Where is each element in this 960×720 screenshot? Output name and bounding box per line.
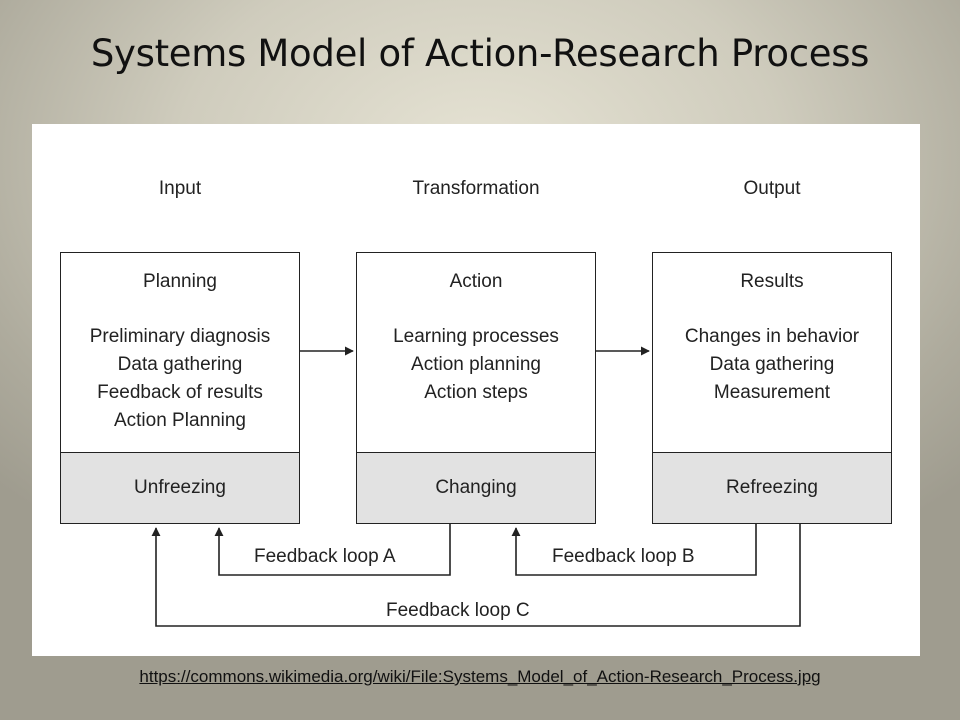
action-box-items: Learning processes Action planning Actio…: [357, 323, 595, 407]
action-item: Action steps: [424, 382, 528, 403]
planning-item: Action Planning: [113, 410, 247, 431]
feedback-loop-a-label: Feedback loop A: [250, 546, 400, 568]
stage-unfreezing: Unfreezing: [61, 452, 299, 523]
column-header-input: Input: [158, 178, 202, 199]
results-item: Measurement: [713, 382, 831, 403]
results-box-title: Results: [740, 271, 804, 292]
results-box-items: Changes in behavior Data gathering Measu…: [653, 323, 891, 407]
planning-box: Planning Preliminary diagnosis Data gath…: [60, 252, 300, 524]
source-footer: https://commons.wikimedia.org/wiki/File:…: [0, 667, 960, 687]
feedback-loop-a-line: [214, 524, 451, 576]
feedback-loop-b-label: Feedback loop B: [548, 546, 699, 568]
diagram-connectors: [151, 346, 801, 627]
feedback-loop-c-line: [151, 524, 801, 627]
column-header-output: Output: [743, 178, 801, 199]
feedback-loop-c-label: Feedback loop C: [382, 600, 534, 622]
source-link[interactable]: https://commons.wikimedia.org/wiki/File:…: [139, 667, 821, 686]
planning-item: Preliminary diagnosis: [89, 326, 271, 347]
action-item: Learning processes: [393, 326, 559, 347]
stage-refreezing: Refreezing: [653, 452, 891, 523]
feedback-loop-b-line: [511, 524, 757, 576]
results-box: Results Changes in behavior Data gatheri…: [652, 252, 892, 524]
column-header-transformation: Transformation: [412, 178, 540, 199]
stage-changing: Changing: [357, 452, 595, 523]
planning-box-title: Planning: [143, 271, 217, 292]
action-box-title: Action: [449, 271, 503, 292]
slide-title: Systems Model of Action-Research Process: [90, 32, 870, 75]
planning-item: Data gathering: [117, 354, 243, 375]
planning-box-items: Preliminary diagnosis Data gathering Fee…: [61, 323, 299, 435]
action-item: Action planning: [411, 354, 541, 375]
diagram-panel: Input Transformation Output Planning Pre…: [32, 124, 920, 656]
action-box: Action Learning processes Action plannin…: [356, 252, 596, 524]
planning-item: Feedback of results: [97, 382, 263, 403]
results-item: Changes in behavior: [684, 326, 860, 347]
results-item: Data gathering: [709, 354, 835, 375]
